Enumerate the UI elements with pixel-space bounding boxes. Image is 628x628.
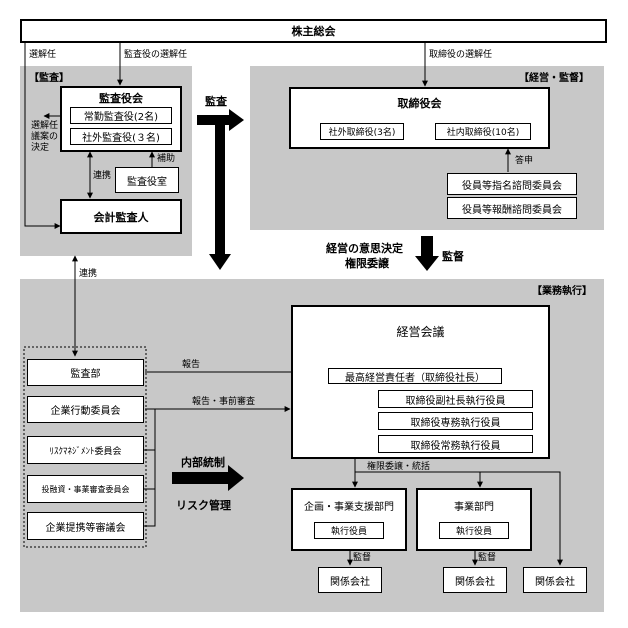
business-officer: 執行役員 — [439, 522, 509, 539]
compensation-committee: 役員等報酬諮問委員会 — [447, 197, 577, 219]
outside-directors: 社外取締役(3名) — [320, 123, 404, 140]
business-division-title: 事業部門 — [454, 502, 494, 513]
proposal-note-1: 選解任 — [31, 121, 59, 131]
report-label: 答申 — [515, 156, 534, 166]
auditor-elect-label: 監査役の選解任 — [124, 50, 188, 60]
decision-label: 経営の意思決定 — [326, 242, 403, 255]
senior-managing-box: 取締役専務執行役員 — [378, 412, 533, 430]
coop-label-exec: 連携 — [79, 269, 98, 279]
ceo-box: 最高経営責任者（取締役社長） — [328, 368, 502, 384]
support-label: 補助 — [157, 154, 176, 164]
audit-board: 監査役会 常勤監査役(2名) 社外監査役(３名) — [60, 86, 182, 152]
investment-review-committee: 投融資・事業審査委員会 — [27, 475, 144, 503]
nomination-committee: 役員等指名諮問委員会 — [447, 173, 577, 195]
report-review-label: 報告・事前審査 — [192, 397, 256, 407]
auditor-office: 監査役室 — [115, 167, 179, 193]
report-label-exec: 報告 — [182, 360, 201, 370]
council-title: 経営会議 — [396, 325, 445, 339]
affiliate-2: 関係会社 — [443, 567, 507, 593]
affiliate-3: 関係会社 — [523, 567, 587, 593]
planning-division: 企画・事業支援部門 執行役員 — [291, 488, 407, 551]
elect-label: 選解任 — [29, 50, 57, 60]
planning-officer: 執行役員 — [314, 522, 384, 539]
management-council: 経営会議 最高経営責任者（取締役社長） 取締役副社長執行役員 取締役専務執行役員… — [291, 305, 550, 459]
director-elect-label: 取締役の選解任 — [429, 50, 493, 60]
business-division: 事業部門 執行役員 — [416, 488, 532, 551]
managing-box: 取締役常務執行役員 — [378, 435, 533, 453]
delegation-control-label: 権限委譲・統括 — [367, 462, 431, 472]
vice-president-box: 取締役副社長執行役員 — [378, 390, 533, 408]
inside-directors: 社内取締役(10名) — [435, 123, 531, 140]
supervision-label: 監督 — [442, 250, 464, 263]
internal-control-label: 内部統制 — [181, 456, 225, 469]
fulltime-auditors: 常勤監査役(2名) — [70, 107, 172, 124]
coop-label-audit: 連携 — [93, 171, 112, 181]
board-of-directors: 取締役会 社外取締役(3名) 社内取締役(10名) — [289, 87, 550, 149]
risk-management-committee: ﾘｽｸﾏﾈｼﾞﾒﾝﾄ委員会 — [27, 436, 144, 464]
supervise-label-1: 監督 — [353, 553, 372, 563]
audit-region-label: 【監査】 — [29, 73, 69, 84]
corporate-conduct-committee: 企業行動委員会 — [27, 396, 144, 423]
proposal-note-3: 決定 — [31, 143, 50, 153]
audit-department: 監査部 — [27, 359, 144, 386]
execution-region-label: 【業務執行】 — [532, 286, 592, 297]
audit-board-title: 監査役会 — [99, 92, 143, 105]
affiliate-1: 関係会社 — [318, 567, 382, 593]
proposal-note-2: 議案の — [31, 132, 59, 142]
shareholders-meeting: 株主総会 — [20, 19, 607, 43]
planning-division-title: 企画・事業支援部門 — [304, 502, 394, 513]
alliance-council: 企業提携等審議会 — [27, 512, 144, 540]
outside-auditors: 社外監査役(３名) — [70, 128, 172, 145]
accounting-auditor: 会計監査人 — [60, 199, 182, 234]
management-region-label: 【経営・監督】 — [519, 73, 589, 84]
board-title: 取締役会 — [397, 97, 442, 110]
supervise-label-2: 監督 — [478, 553, 497, 563]
delegation-label: 権限委譲 — [345, 257, 389, 270]
risk-management-label: リスク管理 — [176, 499, 231, 512]
audit-arrow-label: 監査 — [205, 95, 227, 108]
